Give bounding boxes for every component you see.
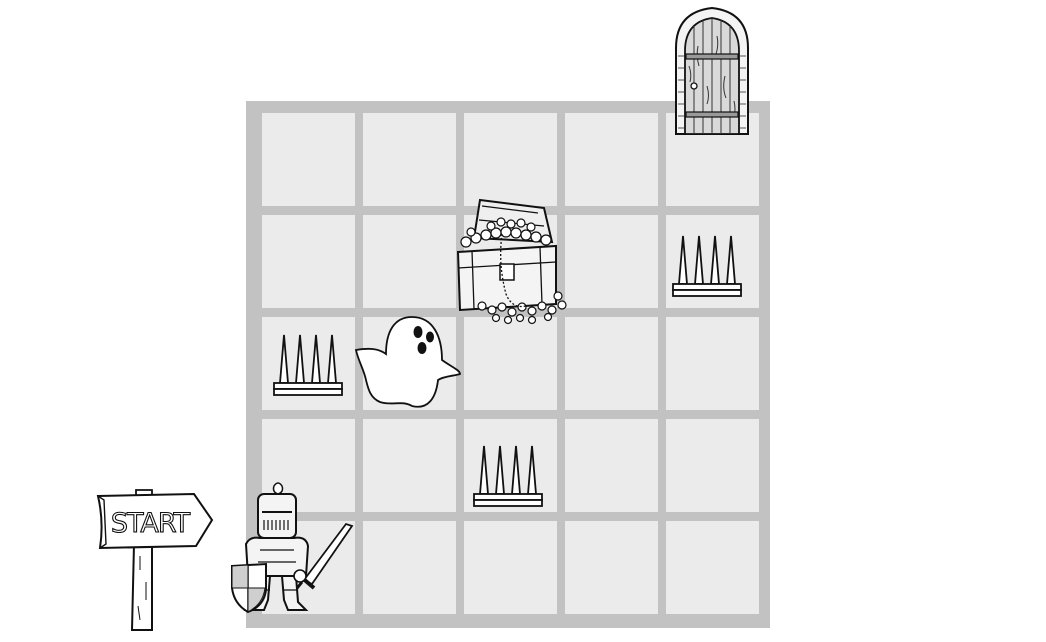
start-signpost: START	[96, 489, 214, 631]
grid-cell-r2-c2[interactable]	[464, 317, 557, 410]
grid-cell-r1-c3[interactable]	[565, 215, 658, 308]
grid-cell-r3-c1[interactable]	[363, 419, 456, 512]
grid-cell-r4-c2[interactable]	[464, 521, 557, 614]
spikes-icon[interactable]	[273, 331, 343, 397]
grid-cell-r4-c1[interactable]	[363, 521, 456, 614]
spikes-icon[interactable]	[473, 442, 543, 508]
door-icon[interactable]	[672, 6, 752, 135]
grid-cell-r0-c2[interactable]	[464, 113, 557, 206]
grid-cell-r1-c0[interactable]	[262, 215, 355, 308]
grid-cell-r3-c3[interactable]	[565, 419, 658, 512]
spikes-icon[interactable]	[672, 232, 742, 298]
start-sign-label: START	[111, 508, 191, 539]
grid-cell-r2-c4[interactable]	[666, 317, 759, 410]
grid-cell-r0-c1[interactable]	[363, 113, 456, 206]
grid-cell-r0-c3[interactable]	[565, 113, 658, 206]
grid-cell-r3-c4[interactable]	[666, 419, 759, 512]
grid-cell-r4-c3[interactable]	[565, 521, 658, 614]
treasure-chest-icon[interactable]	[452, 194, 574, 328]
knight-icon[interactable]	[230, 480, 356, 616]
grid-cell-r4-c4[interactable]	[666, 521, 759, 614]
grid-cell-r1-c1[interactable]	[363, 215, 456, 308]
ghost-icon[interactable]	[354, 314, 464, 410]
grid-cell-r0-c0[interactable]	[262, 113, 355, 206]
grid-cell-r2-c3[interactable]	[565, 317, 658, 410]
